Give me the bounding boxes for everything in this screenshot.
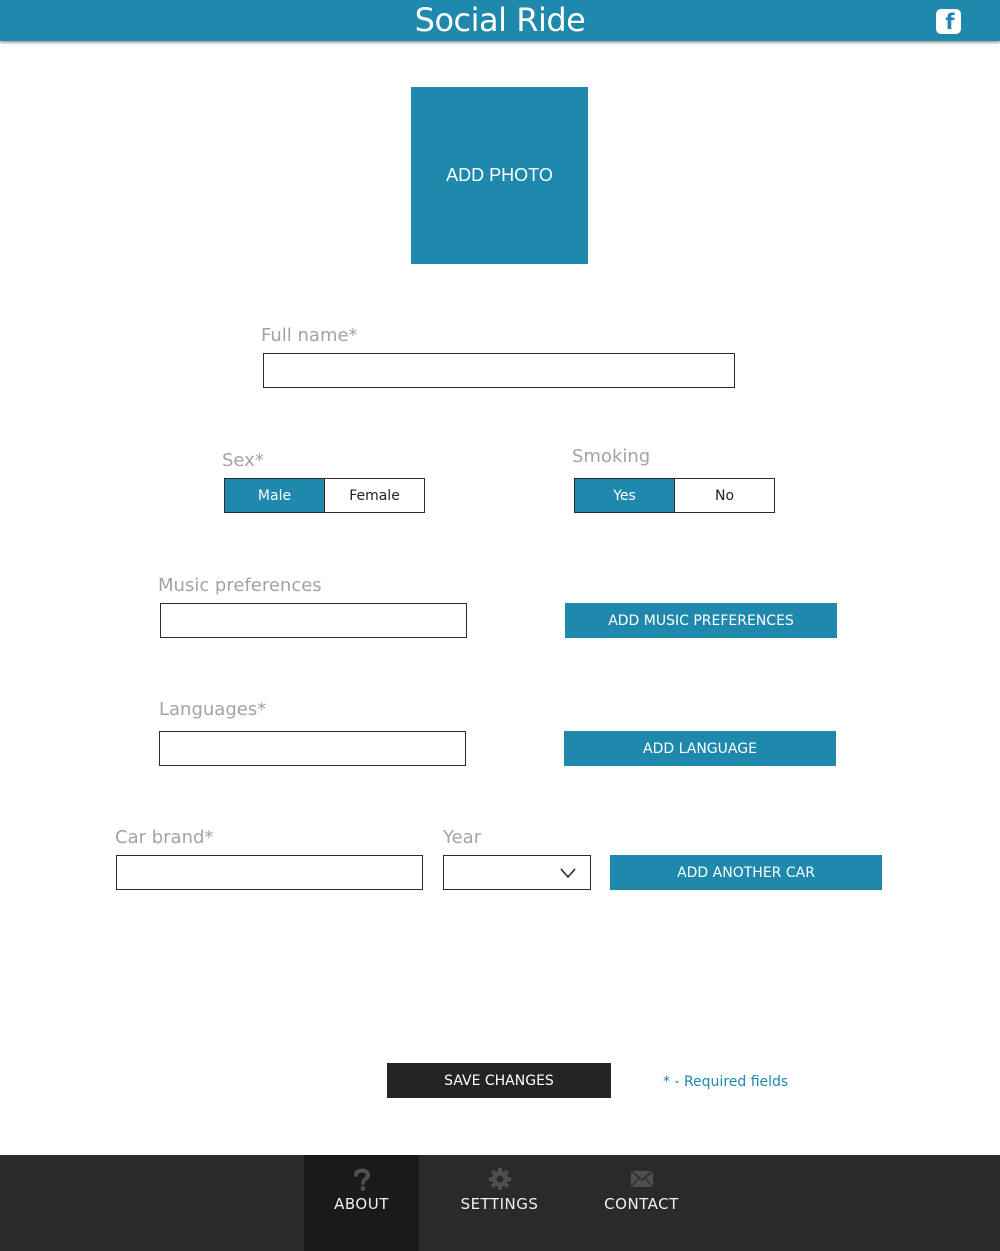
facebook-icon[interactable]: f <box>936 9 961 34</box>
full-name-input[interactable] <box>263 353 735 388</box>
sex-option-male[interactable]: Male <box>225 479 324 512</box>
chevron-down-icon <box>560 868 576 879</box>
save-changes-button[interactable]: SAVE CHANGES <box>387 1063 611 1098</box>
year-label: Year <box>443 827 482 848</box>
car-brand-label: Car brand* <box>115 827 214 848</box>
sex-label: Sex* <box>222 450 264 471</box>
sex-toggle: Male Female <box>224 478 425 513</box>
envelope-icon <box>630 1167 654 1191</box>
year-select[interactable] <box>443 855 591 890</box>
add-another-car-button[interactable]: ADD ANOTHER CAR <box>610 855 882 890</box>
smoking-label: Smoking <box>572 446 651 467</box>
nav-settings[interactable]: SETTINGS <box>442 1155 557 1251</box>
full-name-label: Full name* <box>261 325 358 346</box>
smoking-option-yes[interactable]: Yes <box>575 479 674 512</box>
music-label: Music preferences <box>158 575 322 596</box>
nav-settings-label: SETTINGS <box>460 1195 539 1213</box>
nav-contact-label: CONTACT <box>604 1195 679 1213</box>
footer-nav: ABOUT SETTINGS <box>0 1155 1000 1251</box>
sex-option-female[interactable]: Female <box>324 479 424 512</box>
languages-label: Languages* <box>159 699 267 720</box>
nav-contact[interactable]: CONTACT <box>584 1155 699 1251</box>
smoking-option-no[interactable]: No <box>674 479 774 512</box>
languages-input[interactable] <box>159 731 466 766</box>
question-icon <box>350 1167 374 1191</box>
gear-icon <box>488 1167 512 1191</box>
nav-about[interactable]: ABOUT <box>304 1155 419 1251</box>
car-brand-input[interactable] <box>116 855 423 890</box>
add-language-button[interactable]: ADD LANGUAGE <box>564 731 836 766</box>
required-fields-note: * - Required fields <box>663 1074 789 1090</box>
add-photo-button[interactable]: ADD PHOTO <box>411 87 588 264</box>
app-title: Social Ride <box>414 1 586 39</box>
add-music-button[interactable]: ADD MUSIC PREFERENCES <box>565 603 837 638</box>
music-input[interactable] <box>160 603 467 638</box>
smoking-toggle: Yes No <box>574 478 775 513</box>
app-header: Social Ride f <box>0 0 1000 41</box>
nav-about-label: ABOUT <box>334 1195 389 1213</box>
